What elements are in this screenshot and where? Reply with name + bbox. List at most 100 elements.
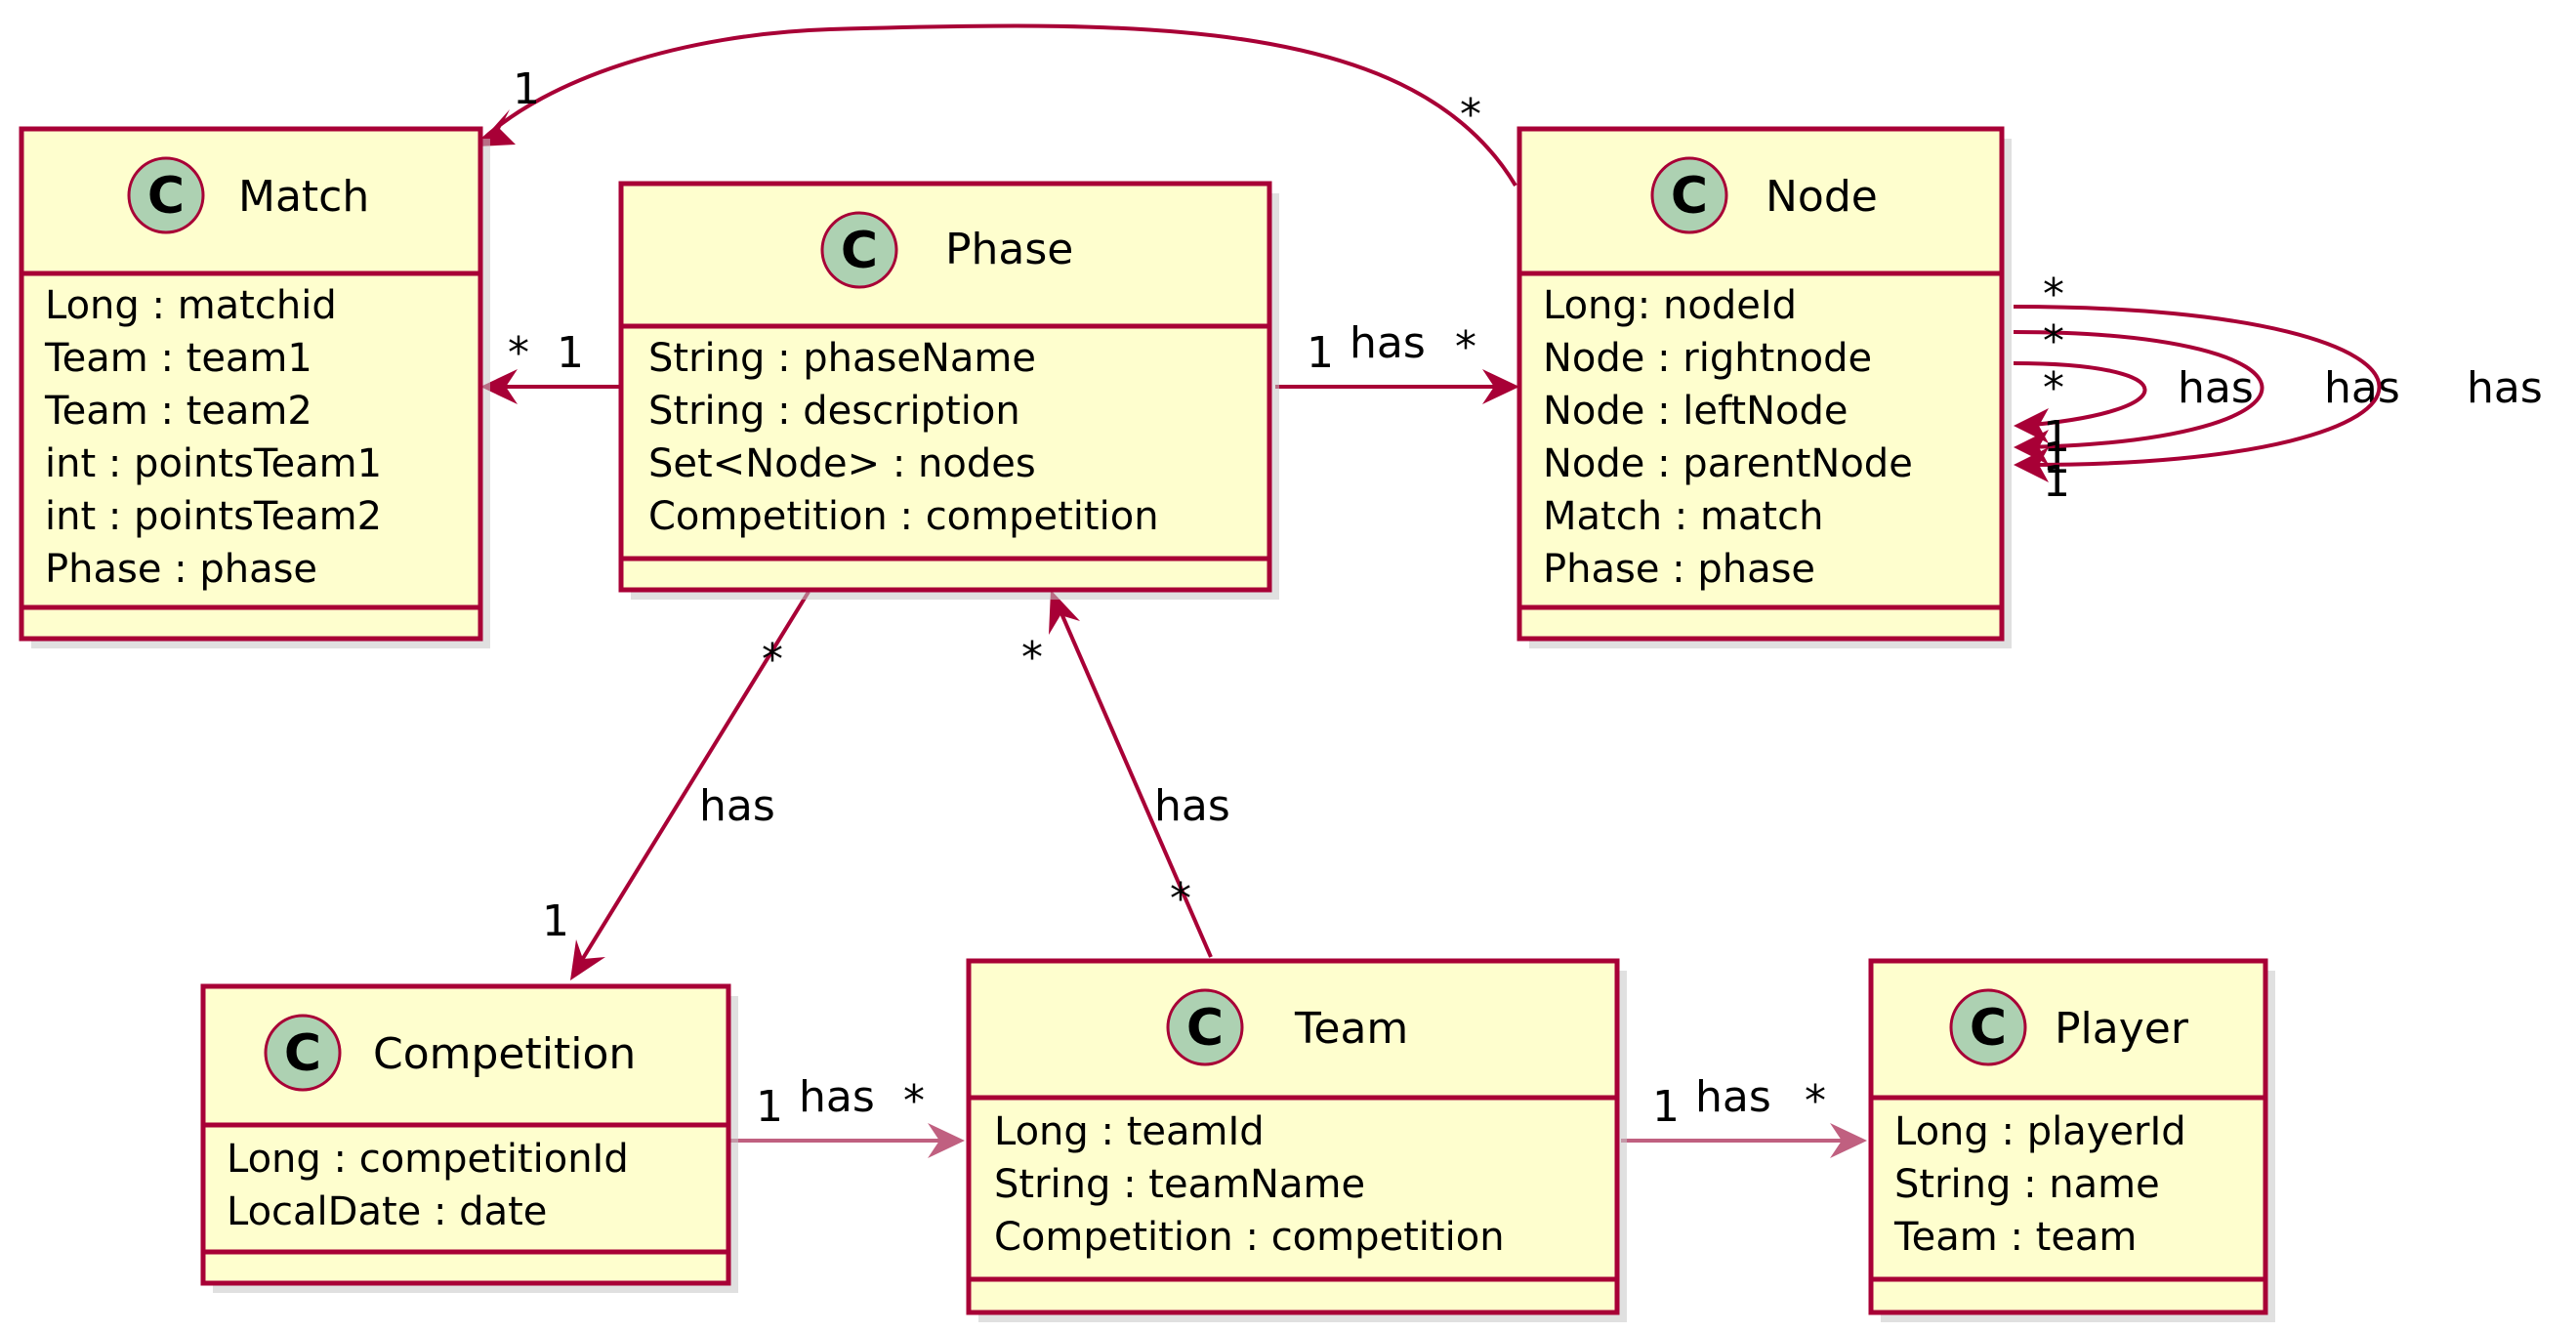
class-name: Player bbox=[2055, 1004, 2189, 1054]
relation-competition-team: 1 has * bbox=[725, 1072, 965, 1158]
class-attribute: LocalDate : date bbox=[227, 1189, 547, 1234]
multiplicity-target: 1 bbox=[542, 896, 569, 946]
multiplicity-source: * bbox=[1460, 90, 1481, 140]
multiplicity-source: 1 bbox=[1652, 1082, 1680, 1132]
class-stereotype-icon bbox=[1949, 988, 2027, 1066]
arrow-head bbox=[1482, 369, 1519, 404]
class-attribute: int : pointsTeam1 bbox=[45, 441, 382, 486]
class-player: C Player Long : playerId String : name T… bbox=[1868, 958, 2275, 1322]
class-name: Node bbox=[1766, 172, 1878, 222]
arrow-head bbox=[477, 109, 516, 146]
class-attribute: Long: nodeId bbox=[1543, 283, 1797, 328]
class-stereotype-letter: C bbox=[147, 167, 185, 226]
relation-phase-match: 1 * bbox=[480, 328, 621, 404]
arrow-head bbox=[928, 1123, 965, 1158]
class-attribute: Team : team bbox=[1893, 1215, 2137, 1260]
multiplicity-source: 1 bbox=[557, 328, 584, 378]
class-attribute: String : description bbox=[648, 389, 1020, 434]
relation-line bbox=[2013, 305, 2382, 468]
relation-team-player: 1 has * bbox=[1621, 1072, 1867, 1158]
class-name: Competition bbox=[373, 1029, 636, 1079]
class-attribute: int : pointsTeam2 bbox=[45, 494, 382, 539]
multiplicity-source: * bbox=[762, 635, 783, 685]
relation-node-match: * 1 bbox=[477, 23, 1517, 187]
relation-team-phase: * has * bbox=[1021, 590, 1230, 958]
arrow-head bbox=[2014, 447, 2049, 482]
arrow-head bbox=[570, 939, 605, 980]
relation-phase-node: 1 has * bbox=[1275, 318, 1519, 404]
multiplicity-target: 1 bbox=[2043, 434, 2070, 483]
relation-label: has bbox=[1350, 318, 1426, 368]
class-competition: C Competition Long : competitionId Local… bbox=[200, 983, 738, 1293]
relation-line bbox=[1053, 597, 1213, 958]
class-stereotype-letter: C bbox=[284, 1024, 321, 1083]
class-attribute: Node : parentNode bbox=[1543, 441, 1913, 486]
class-attribute: Node : leftNode bbox=[1543, 389, 1848, 434]
class-attribute: Phase : phase bbox=[1543, 547, 1815, 592]
arrow-head bbox=[480, 369, 518, 404]
class-attribute: Long : teamId bbox=[994, 1109, 1265, 1154]
multiplicity-target: * bbox=[1021, 633, 1043, 683]
class-attribute: Competition : competition bbox=[994, 1215, 1505, 1260]
multiplicity-source: 1 bbox=[1307, 328, 1334, 378]
relation-phase-competition: * has 1 bbox=[542, 590, 810, 980]
class-stereotype-icon bbox=[1166, 988, 1244, 1066]
class-attribute: Node : rightnode bbox=[1543, 336, 1872, 381]
relation-node-self-3: * has 1 bbox=[2013, 270, 2543, 507]
relation-line bbox=[572, 590, 810, 975]
multiplicity-target: * bbox=[1805, 1076, 1826, 1126]
class-box bbox=[618, 181, 1272, 593]
class-stereotype-icon bbox=[127, 156, 205, 234]
class-name: Match bbox=[238, 172, 369, 222]
class-stereotype-letter: C bbox=[1671, 167, 1708, 226]
class-node: C Node Long: nodeId Node : rightnode Nod… bbox=[1517, 126, 2012, 648]
class-box bbox=[966, 958, 1620, 1315]
multiplicity-source: * bbox=[2043, 270, 2064, 319]
relation-line bbox=[2013, 330, 2264, 449]
class-attribute: String : teamName bbox=[994, 1162, 1365, 1207]
class-attribute: Match : match bbox=[1543, 494, 1823, 539]
relation-line bbox=[478, 23, 1517, 187]
multiplicity-target: * bbox=[508, 328, 529, 378]
relation-label: has bbox=[2324, 363, 2400, 413]
class-stereotype-letter: C bbox=[841, 222, 878, 280]
class-stereotype-icon bbox=[264, 1014, 342, 1092]
class-attribute: Team : team2 bbox=[44, 389, 312, 434]
class-attribute: Long : playerId bbox=[1894, 1109, 2186, 1154]
class-box bbox=[19, 126, 483, 642]
relation-label: has bbox=[799, 1072, 875, 1122]
relation-label: has bbox=[2178, 363, 2254, 413]
class-attribute: Long : matchid bbox=[45, 283, 337, 328]
class-attribute: Phase : phase bbox=[45, 547, 317, 592]
multiplicity-source: * bbox=[2043, 363, 2064, 413]
arrow-head bbox=[1830, 1123, 1867, 1158]
multiplicity-target: * bbox=[903, 1076, 925, 1126]
class-box bbox=[1868, 958, 2268, 1315]
class-attribute: Long : competitionId bbox=[227, 1137, 629, 1182]
class-stereotype-icon bbox=[1650, 156, 1728, 234]
multiplicity-target: 1 bbox=[513, 64, 540, 114]
class-name: Team bbox=[1294, 1004, 1408, 1054]
class-stereotype-icon bbox=[820, 211, 898, 289]
multiplicity-source: * bbox=[1170, 874, 1191, 924]
class-stereotype-letter: C bbox=[1970, 999, 2007, 1058]
class-stereotype-letter: C bbox=[1186, 999, 1224, 1058]
multiplicity-target: 1 bbox=[2043, 412, 2070, 462]
class-match: C Match Long : matchid Team : team1 Team… bbox=[19, 126, 490, 648]
relation-node-self-2: * has 1 bbox=[2013, 316, 2400, 483]
class-attribute: Competition : competition bbox=[648, 494, 1159, 539]
relation-label: has bbox=[2467, 363, 2543, 413]
class-box bbox=[1517, 126, 2005, 642]
relation-label: has bbox=[1154, 781, 1230, 831]
class-attribute: String : phaseName bbox=[648, 336, 1036, 381]
multiplicity-target: * bbox=[1455, 322, 1476, 372]
class-team: C Team Long : teamId String : teamName C… bbox=[966, 958, 1627, 1322]
relation-label: has bbox=[699, 781, 775, 831]
class-phase: C Phase String : phaseName String : desc… bbox=[618, 181, 1279, 600]
multiplicity-target: 1 bbox=[2043, 457, 2070, 507]
class-name: Phase bbox=[945, 225, 1073, 274]
relation-label: has bbox=[1695, 1072, 1771, 1122]
arrow-head bbox=[1049, 590, 1080, 635]
class-attribute: Set<Node> : nodes bbox=[648, 441, 1036, 486]
